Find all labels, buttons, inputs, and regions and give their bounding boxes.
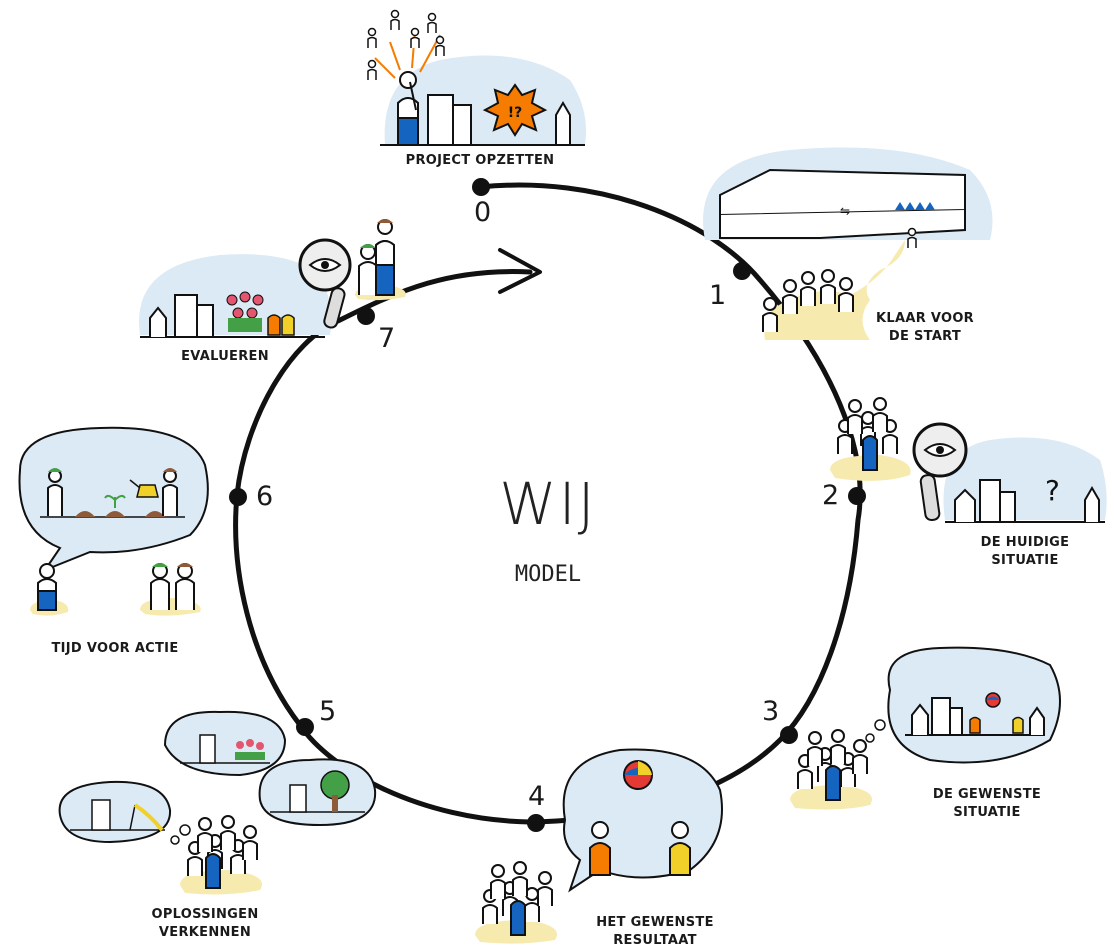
step-label-2-line2: SITUATIE: [991, 553, 1059, 568]
ns-logo: ⇋: [840, 204, 850, 218]
step-label-4-line2: RESULTAAT: [613, 933, 697, 948]
step-number-3: 3: [762, 696, 780, 727]
node-6: [229, 488, 247, 506]
node-3: [780, 726, 798, 744]
step-label-5: OPLOSSINGEN VERKENNEN: [135, 906, 275, 942]
node-2: [848, 487, 866, 505]
step-label-1: KLAAR VOOR DE START: [855, 310, 995, 346]
scene-klaar-voor-de-start: ⇋: [703, 147, 993, 340]
model-title: WIJ: [499, 470, 597, 538]
scene-project-opzetten: !?: [367, 9, 586, 146]
node-5: [296, 718, 314, 736]
node-0: [472, 178, 490, 196]
step-label-7: EVALUEREN: [181, 349, 269, 364]
step-label-0: PROJECT OPZETTEN: [405, 153, 555, 168]
scene-evalueren: [139, 219, 406, 338]
magnifying-glass-eye-icon: [298, 238, 352, 329]
step-label-1-line2: DE START: [888, 329, 962, 344]
step-label-4-line1: HET GEWENSTE: [596, 915, 714, 930]
step-label-5-line1: OPLOSSINGEN: [151, 907, 259, 922]
node-1: [733, 262, 751, 280]
step-number-4: 4: [528, 781, 546, 812]
exclamation-burst-icon: !?: [482, 83, 548, 137]
playground-slide-icon: [129, 803, 164, 832]
step-label-6: TIJD VOOR ACTIE: [51, 641, 179, 656]
magnifying-glass-eye-icon: [912, 422, 968, 522]
step-number-1: 1: [709, 280, 727, 311]
step-label-2: DE HUIDIGE SITUATIE: [955, 534, 1095, 570]
step-label-3-line2: SITUATIE: [953, 805, 1021, 820]
tulips-icon: [235, 739, 265, 760]
node-4: [527, 814, 545, 832]
step-number-5: 5: [319, 696, 337, 727]
question-mark-icon: ?: [1045, 474, 1060, 507]
step-label-1-line1: KLAAR VOOR: [876, 311, 974, 326]
node-7: [357, 307, 375, 325]
scene-oplossingen-verkennen: [58, 710, 377, 895]
step-number-7: 7: [378, 323, 396, 354]
svg-text:!?: !?: [508, 105, 523, 121]
station-building-icon: ⇋: [719, 168, 966, 239]
step-number-2: 2: [822, 480, 840, 511]
step-number-0: 0: [474, 197, 492, 228]
step-label-5-line2: VERKENNEN: [158, 925, 252, 940]
step-label-3: DE GEWENSTE SITUATIE: [912, 786, 1062, 822]
scene-tijd-voor-actie: [18, 426, 209, 616]
scene-de-huidige-situatie: ?: [830, 397, 1107, 523]
step-label-3-line1: DE GEWENSTE: [932, 787, 1042, 802]
step-label-4: HET GEWENSTE RESULTAAT: [575, 914, 735, 950]
step-label-2-line1: DE HUIDIGE: [980, 535, 1070, 550]
model-subtitle: MODEL: [514, 562, 582, 587]
scene-de-gewenste-situatie: [790, 646, 1061, 810]
cycle-arrowhead: [498, 248, 542, 294]
scene-het-gewenste-resultaat: [475, 748, 723, 944]
tree-icon: [320, 770, 350, 812]
step-number-6: 6: [256, 481, 274, 512]
beach-ball-icon: [985, 692, 1001, 708]
watering-can-icon: [129, 479, 159, 498]
